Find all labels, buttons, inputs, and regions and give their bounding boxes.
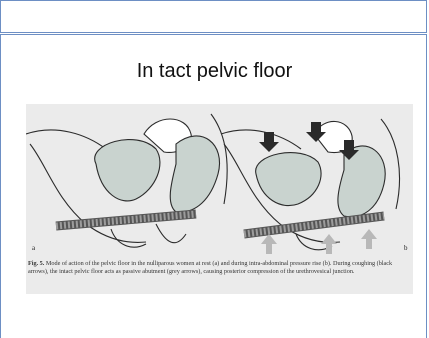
rectum-shape-b	[338, 146, 385, 217]
slide-title: In tact pelvic floor	[0, 60, 429, 83]
header-band	[0, 0, 427, 33]
rectum-shape-a	[170, 136, 219, 212]
figure-caption: Fig. 5. Mode of action of the pelvic flo…	[28, 260, 411, 275]
grey-arrow	[361, 229, 377, 249]
panel-a-label: a	[32, 244, 36, 252]
panel-b-label: b	[404, 244, 408, 252]
caption-text: Mode of action of the pelvic floor in th…	[28, 260, 392, 275]
bladder-shape-b	[256, 153, 321, 206]
caption-lead: Fig. 5.	[28, 260, 44, 267]
grey-arrow	[321, 234, 337, 254]
bladder-shape-a	[95, 140, 160, 201]
panel-b	[221, 119, 400, 250]
panel-a	[26, 114, 227, 247]
grey-arrow	[261, 234, 277, 254]
